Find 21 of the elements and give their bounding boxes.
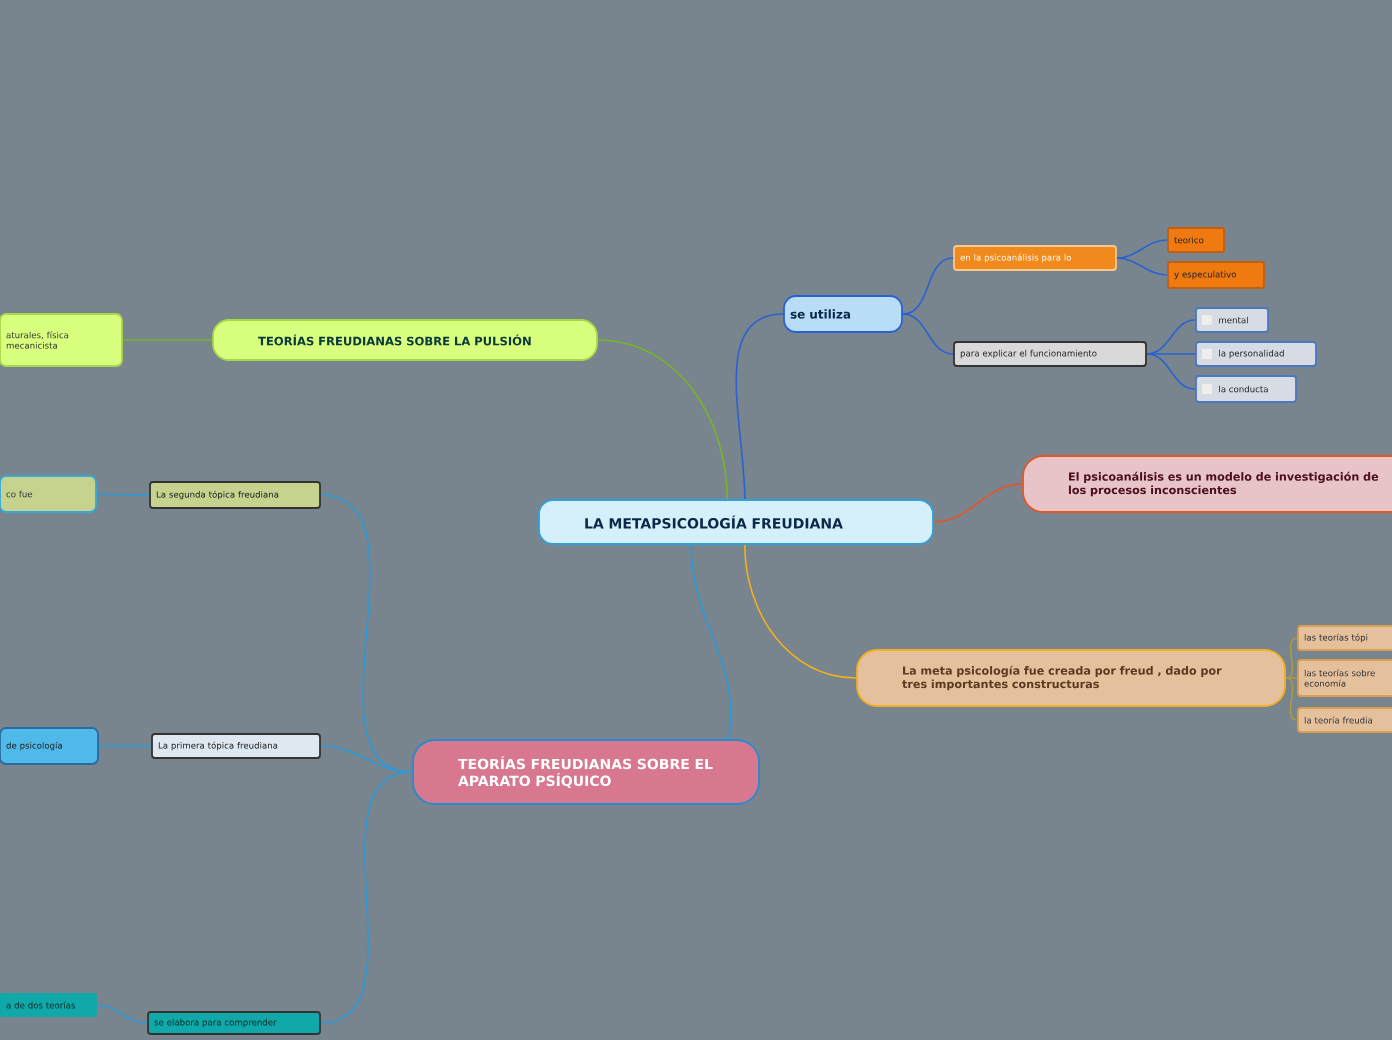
connector [744, 544, 857, 679]
connector [1116, 239, 1168, 259]
connector [1285, 677, 1298, 721]
connector [902, 257, 954, 315]
connector [122, 339, 213, 341]
connector [320, 771, 413, 1024]
connector [96, 493, 150, 496]
connector [690, 544, 732, 740]
connector [96, 1004, 148, 1024]
connector [1146, 319, 1196, 355]
connector [1146, 353, 1196, 390]
connector [1146, 353, 1196, 355]
connector [1285, 677, 1298, 679]
connector [902, 313, 954, 355]
connector [1116, 257, 1168, 276]
connector [735, 313, 784, 500]
connector [320, 745, 413, 773]
connector [933, 483, 1023, 523]
connector [1285, 637, 1298, 679]
connector [597, 339, 728, 500]
connector [98, 745, 152, 747]
